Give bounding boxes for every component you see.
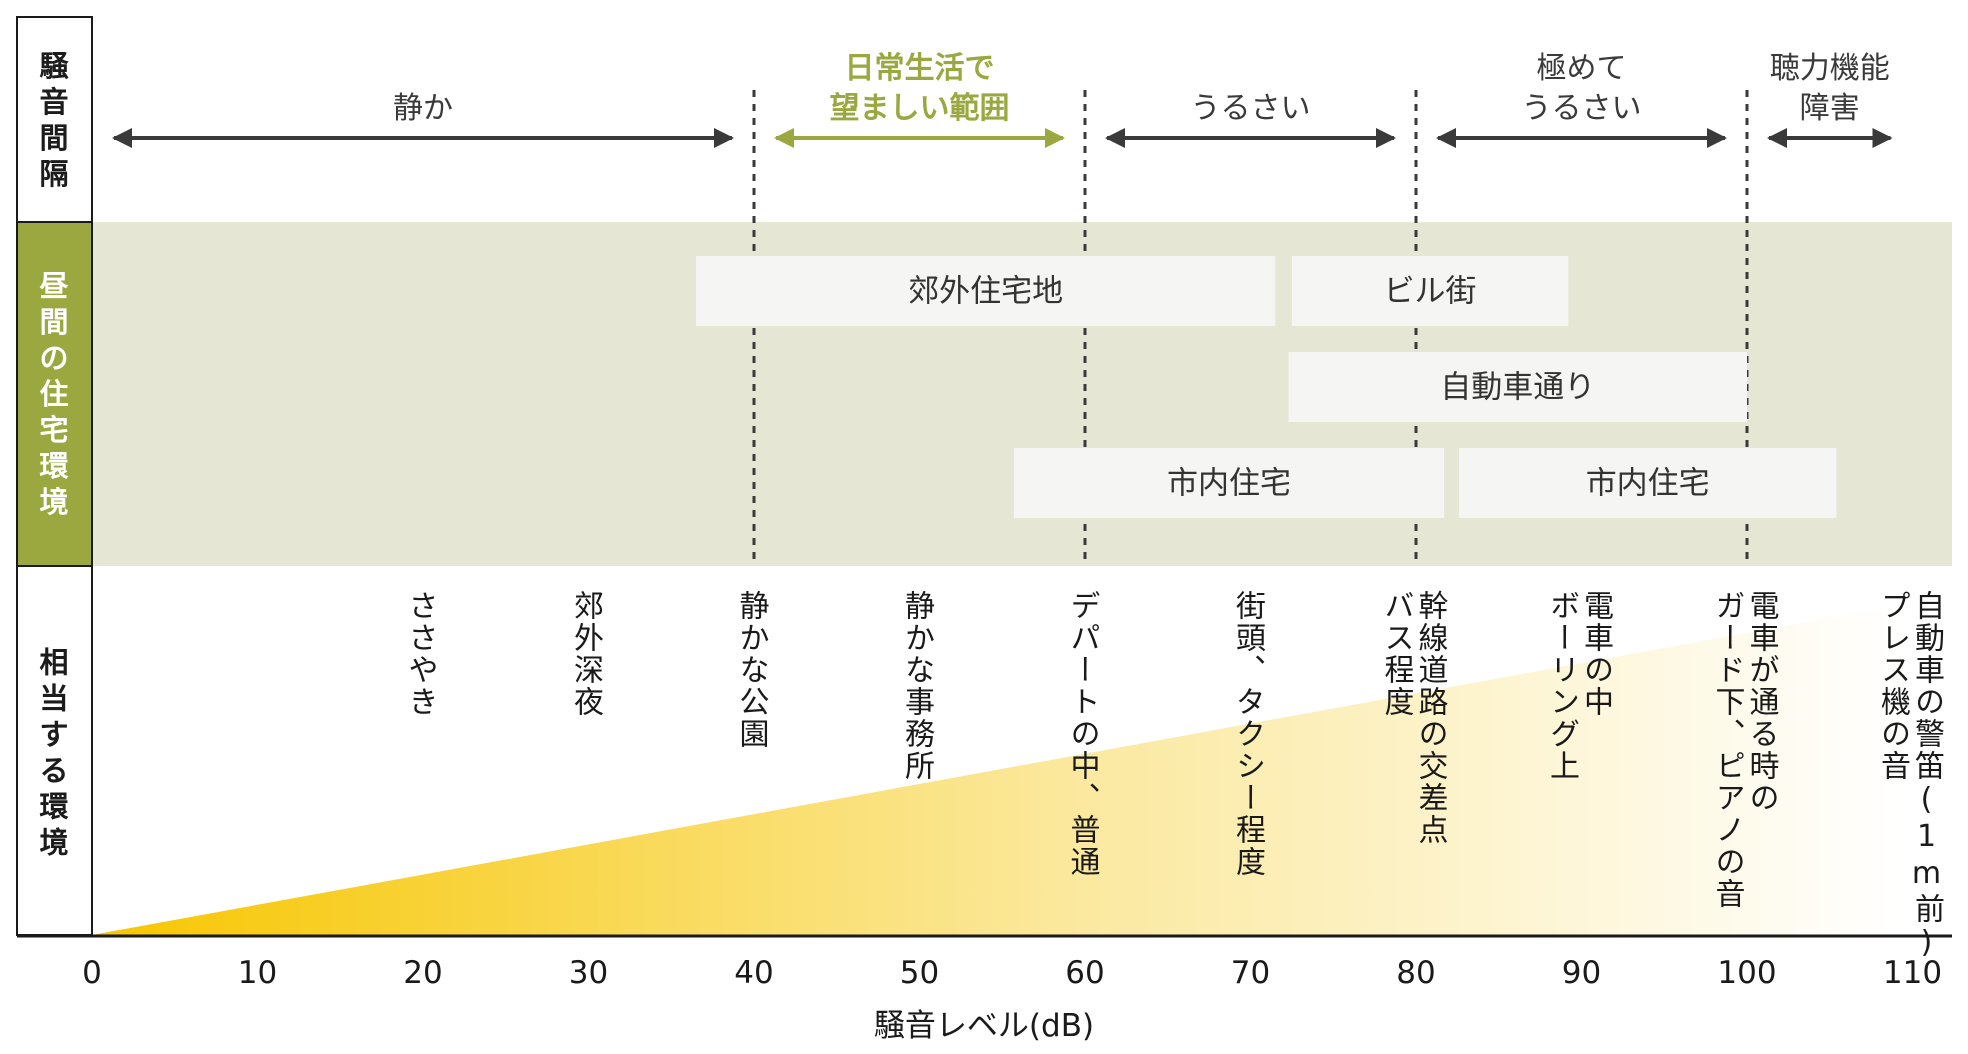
residential-box-label: ビル街 — [1384, 274, 1477, 310]
residential-box — [696, 256, 1276, 326]
x-axis-tick-label: 20 — [403, 955, 442, 991]
residential-box-label: 郊外住宅地 — [908, 274, 1063, 310]
environment-label: 静かな事務所 — [899, 590, 935, 782]
zone-label: 聴力機能 — [1770, 51, 1890, 86]
environment-label: 郊外深夜 — [568, 590, 604, 718]
x-axis-title: 騒音レベル(dB) — [874, 1008, 1094, 1044]
environment-label: ガード下、ピアノの音 — [1710, 590, 1745, 910]
environment-label: 街頭、タクシー程度 — [1230, 590, 1266, 878]
zone-label: 日常生活で — [845, 51, 995, 86]
environment-label: デパートの中、普通 — [1065, 590, 1100, 878]
environment-label: 幹線道路の交差点 — [1413, 590, 1448, 846]
zone-label: 極めて — [1537, 51, 1627, 86]
environment-label: ささやき — [403, 590, 438, 718]
row-label-equivalent-bg — [16, 565, 93, 936]
row-label-noise-bg — [16, 16, 93, 223]
row-label-noise: 騒音間隔 — [39, 49, 69, 191]
noise-gradient-wedge — [92, 605, 1900, 935]
residential-box — [1291, 256, 1569, 326]
x-axis-ticks: 0 10 20 30 40 50 60 70 80 90 100 110 — [82, 955, 1942, 991]
environment-label: 電車の中 — [1578, 590, 1613, 718]
residential-box — [1013, 448, 1445, 518]
x-axis-tick-label: 40 — [734, 955, 773, 991]
residential-box-label: 市内住宅 — [1586, 466, 1710, 502]
x-axis-tick-label: 100 — [1717, 955, 1776, 991]
residential-box — [1288, 352, 1747, 422]
row-label-equivalent: 相当する環境 — [39, 646, 69, 860]
x-axis-tick-label: 70 — [1231, 955, 1270, 991]
environment-label: 電車が通る時の — [1744, 590, 1779, 814]
x-axis-tick-label: 110 — [1883, 955, 1942, 991]
environment-label: バス程度 — [1379, 590, 1415, 718]
zone-label: うるさい — [1522, 91, 1642, 126]
environment-label: 静かな公園 — [734, 590, 769, 750]
x-axis-tick-label: 50 — [900, 955, 939, 991]
x-axis-tick-label: 60 — [1065, 955, 1104, 991]
zone-label: 障害 — [1800, 91, 1860, 126]
x-axis-tick-label: 30 — [569, 955, 608, 991]
x-axis-tick-label: 0 — [82, 955, 102, 991]
zone-label: うるさい — [1191, 91, 1311, 126]
row-label-daytime-bg — [16, 221, 93, 567]
environment-label: プレス機の音 — [1875, 590, 1911, 782]
environment-labels: ささやき 郊外深夜 静かな公園 静かな事務所 デパートの中、普通 街頭、タクシー程度 幹線道… — [403, 590, 1946, 962]
environment-label: 自動車の警笛(1m前) — [1909, 590, 1945, 962]
x-axis-tick-label: 10 — [238, 955, 277, 991]
zone-label: 望ましい範囲 — [830, 91, 1010, 126]
zone-label: 静か — [393, 91, 453, 126]
residential-box — [1459, 448, 1837, 518]
x-axis-tick-label: 90 — [1562, 955, 1601, 991]
residential-box-label: 市内住宅 — [1167, 466, 1291, 502]
x-axis-tick-label: 80 — [1396, 955, 1435, 991]
residential-box-label: 自動車通り — [1440, 370, 1595, 406]
row-label-daytime: 昼間の住宅環境 — [39, 269, 69, 519]
environment-label: ボーリング上 — [1544, 590, 1579, 782]
